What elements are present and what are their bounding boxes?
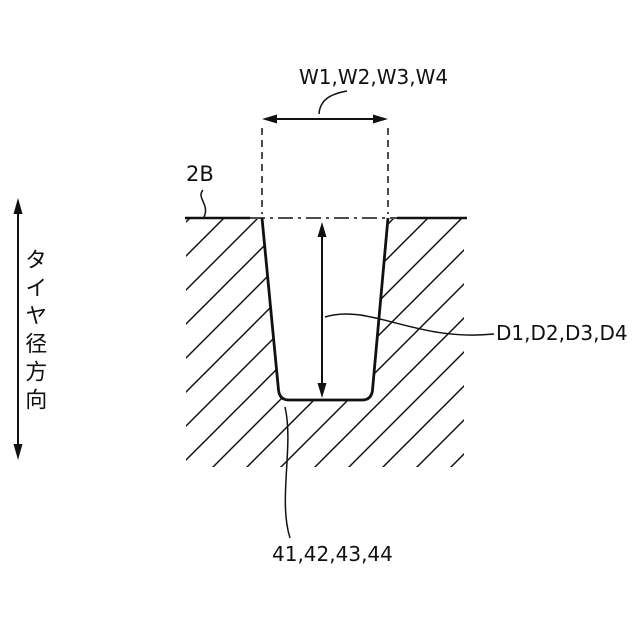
width-dimension-label: W1,W2,W3,W4 <box>299 65 449 89</box>
depth-dimension-label: D1,D2,D3,D4 <box>496 321 628 345</box>
surface-leader-line <box>200 189 207 218</box>
groove-outline <box>260 217 390 402</box>
radial-direction-arrowhead-down <box>13 444 23 460</box>
width-leader-line <box>318 90 348 115</box>
tire-radial-direction-label: タイヤ径方向 <box>21 248 47 416</box>
groove-leader-line <box>284 406 291 539</box>
width-arrowhead-left <box>262 114 277 124</box>
width-arrowhead-right <box>373 114 388 124</box>
depth-arrowhead-down <box>317 383 327 398</box>
depth-arrowhead-up <box>317 222 327 237</box>
groove-reference-label: 41,42,43,44 <box>272 542 393 566</box>
depth-leader-line <box>324 313 495 336</box>
material-hatching <box>186 219 464 467</box>
surface-reference-label: 2B <box>186 162 214 186</box>
radial-direction-arrowhead-up <box>13 198 23 214</box>
